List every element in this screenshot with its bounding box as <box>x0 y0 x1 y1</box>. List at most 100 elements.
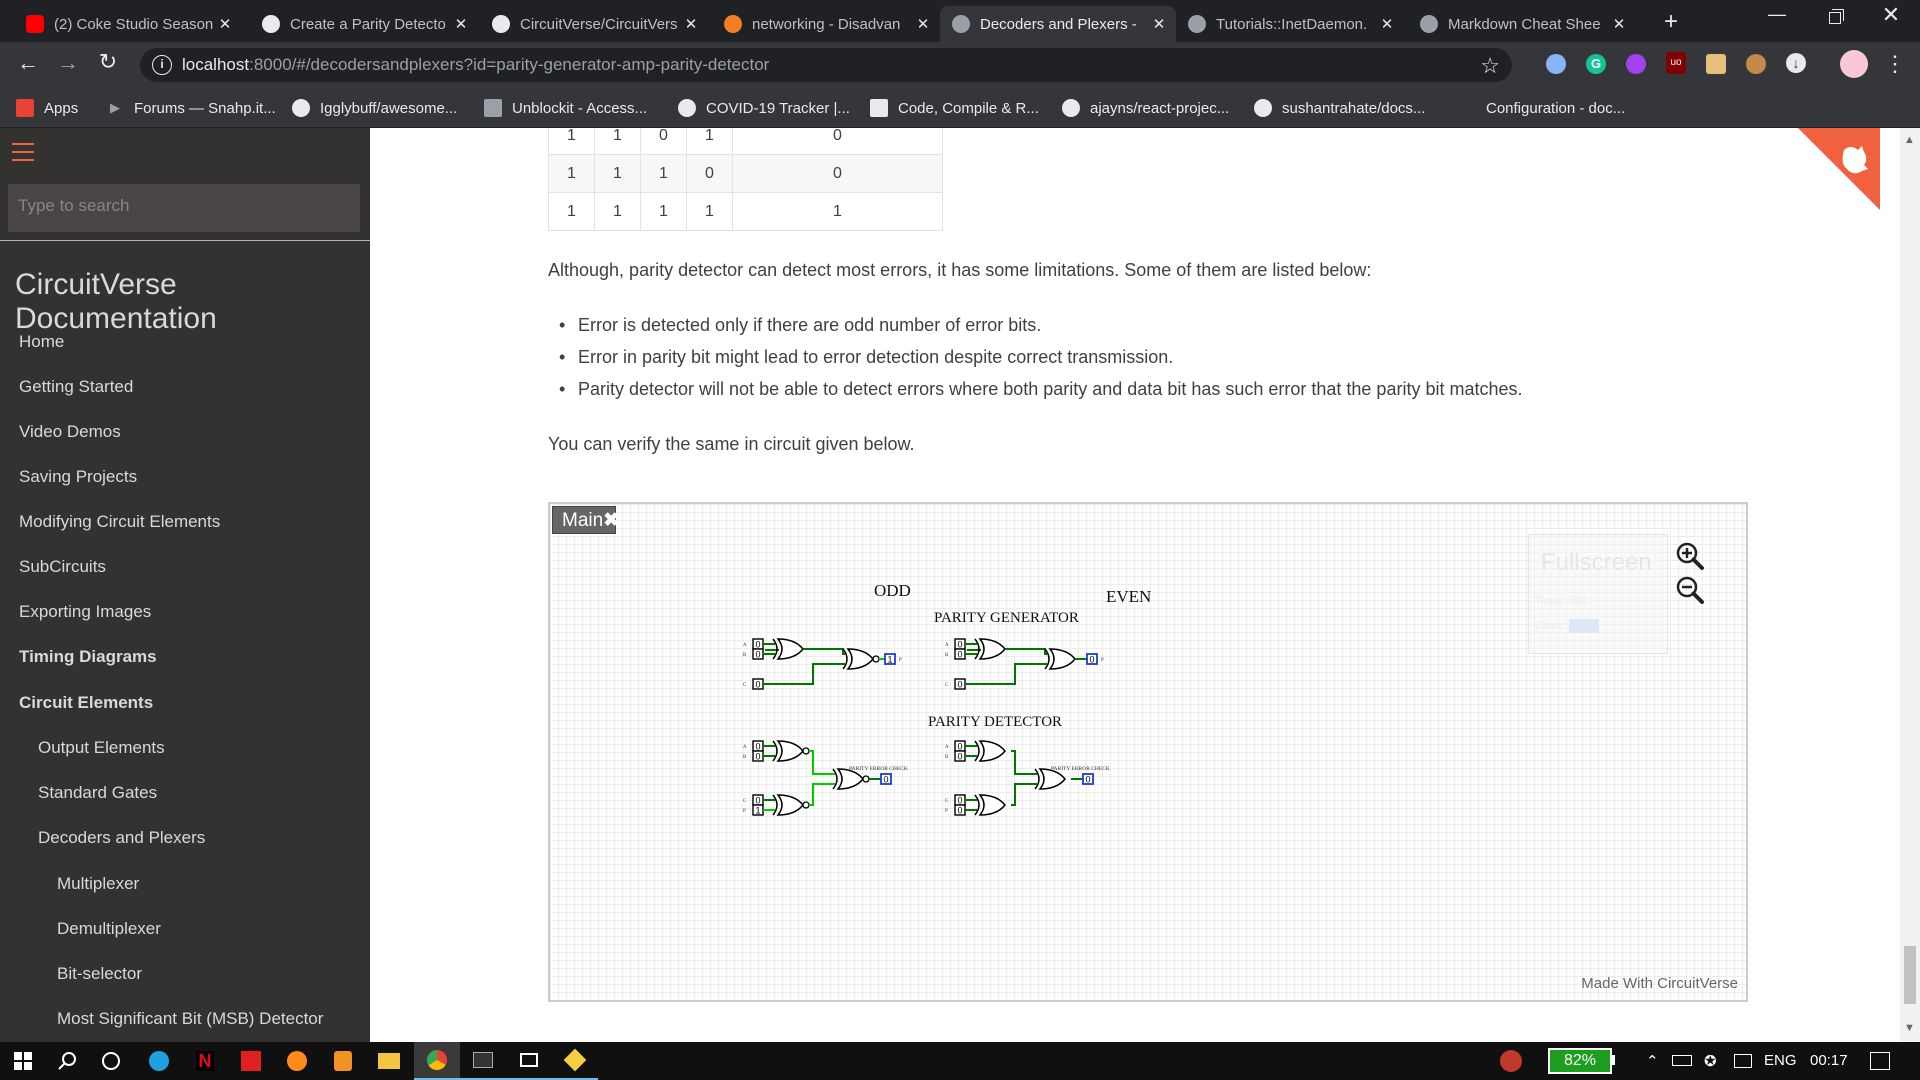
bookmark-item[interactable]: Configuration - doc... <box>1458 97 1625 119</box>
browser-tab[interactable]: Tutorials::InetDaemon.✕ <box>1176 6 1404 42</box>
scroll-up-arrow[interactable]: ▲ <box>1904 134 1915 146</box>
sidebar-nav-item[interactable]: Output Elements <box>38 738 165 757</box>
sidebar-nav-item[interactable]: Home <box>19 332 65 351</box>
bookmark-item[interactable]: sushantrahate/docs... <box>1254 97 1425 119</box>
sidebar-nav-item[interactable]: Modifying Circuit Elements <box>19 512 221 531</box>
made-with-footer[interactable]: Made With CircuitVerse <box>1581 975 1738 992</box>
sidebar-nav-item[interactable]: SubCircuits <box>19 557 106 576</box>
firefox-icon[interactable] <box>274 1042 320 1080</box>
clock-toggle[interactable] <box>1568 619 1599 633</box>
search-input[interactable]: Type to search <box>8 184 360 232</box>
search-icon[interactable] <box>44 1042 90 1080</box>
close-tab-icon[interactable]: ✕ <box>916 16 930 33</box>
page-scrollbar[interactable]: ▲ ▼ <box>1900 128 1920 1042</box>
minimize-button[interactable]: — <box>1768 4 1786 24</box>
bookmark-item[interactable]: ajayns/react-projec... <box>1062 97 1229 119</box>
edge-icon[interactable] <box>136 1042 182 1080</box>
bookmark-item[interactable]: Igglybuff/awesome... <box>292 97 457 119</box>
acrobat-icon[interactable] <box>228 1042 274 1080</box>
netflix-icon[interactable]: N <box>182 1042 228 1080</box>
notification-icon[interactable] <box>1870 1052 1890 1070</box>
extension-icon-1[interactable] <box>1546 54 1566 74</box>
cookie-icon[interactable] <box>1746 54 1766 74</box>
menu-kebab-icon[interactable]: ⋮ <box>1884 51 1906 76</box>
sidebar-nav-item[interactable]: Circuit Elements <box>19 693 154 712</box>
close-tab-icon[interactable]: ✕ <box>1152 16 1166 33</box>
circuit-tab-main[interactable]: Main✖ <box>552 506 620 534</box>
git-icon[interactable] <box>552 1042 598 1080</box>
browser-tab[interactable]: Decoders and Plexers -✕ <box>940 6 1176 42</box>
browser-tab[interactable]: CircuitVerse/CircuitVers✕ <box>480 6 708 42</box>
sidebar-nav-item[interactable]: Bit-selector <box>57 964 143 983</box>
site-info-icon[interactable]: i <box>152 55 172 75</box>
app-icon-ab[interactable] <box>506 1042 552 1080</box>
download-icon[interactable]: ↓ <box>1786 53 1806 73</box>
sidebar-nav-item[interactable]: Standard Gates <box>38 783 158 802</box>
sidebar-nav-item[interactable]: Exporting Images <box>19 602 152 621</box>
extension-icon-5[interactable] <box>1706 54 1726 74</box>
circuitverse-embed[interactable]: Main✖ Fullscreen Timer: 500 Clock: ODD E… <box>548 502 1748 1002</box>
keyboard-icon[interactable] <box>1734 1054 1752 1068</box>
close-tab-icon[interactable]: ✕ <box>684 16 698 33</box>
profile-avatar-icon[interactable] <box>1840 50 1868 78</box>
fullscreen-button[interactable]: Fullscreen <box>1541 549 1652 576</box>
ublock-icon[interactable]: uo <box>1666 52 1686 74</box>
cortana-icon[interactable] <box>88 1042 134 1080</box>
browser-tab[interactable]: Markdown Cheat Shee✕ <box>1408 6 1636 42</box>
close-window-button[interactable]: ✕ <box>1881 2 1901 27</box>
new-tab-button[interactable]: + <box>1663 8 1678 35</box>
file-explorer-icon[interactable] <box>366 1042 412 1080</box>
wifi-icon[interactable]: ✪ <box>1704 1053 1717 1070</box>
scrollbar-thumb[interactable] <box>1904 946 1916 1004</box>
scroll-down-arrow[interactable]: ▼ <box>1904 1022 1915 1034</box>
sidebar-nav-item[interactable]: Demultiplexer <box>57 919 161 938</box>
bookmark-item[interactable]: COVID-19 Tracker |... <box>678 97 850 119</box>
antivirus-tray-icon[interactable] <box>1500 1050 1522 1072</box>
bookmark-item[interactable]: Unblockit - Access... <box>484 97 647 119</box>
grammarly-icon[interactable]: G <box>1586 54 1606 74</box>
sidebar-nav-item[interactable]: Multiplexer <box>57 874 140 893</box>
clock[interactable]: 00:17 <box>1810 1052 1848 1069</box>
circuit-canvas[interactable]: ODD EVEN PARITY GENERATOR PARITY DETECTO… <box>550 504 1746 1000</box>
browser-tab[interactable]: Create a Parity Detecto✕ <box>250 6 478 42</box>
docs-brand-title[interactable]: CircuitVerse Documentation <box>15 268 217 335</box>
bookmark-star-icon[interactable]: ☆ <box>1480 53 1500 78</box>
back-button[interactable]: ← <box>17 50 39 75</box>
timer-value[interactable]: 500 <box>1568 595 1588 607</box>
zoom-out-icon[interactable] <box>1676 576 1704 604</box>
bookmark-item[interactable]: ▶Forums — Snahp.it... <box>106 97 276 119</box>
close-tab-icon[interactable]: ✕ <box>218 16 232 33</box>
sidebar-nav-item[interactable]: Timing Diagrams <box>19 647 157 666</box>
close-tab-icon[interactable]: ✕ <box>1380 16 1394 33</box>
extension-icon-3[interactable] <box>1626 54 1646 74</box>
hamburger-menu-icon[interactable] <box>12 143 34 161</box>
sidebar-nav-item[interactable]: Getting Started <box>19 377 134 396</box>
reload-button[interactable]: ↻ <box>98 49 118 74</box>
zoom-in-icon[interactable] <box>1676 542 1704 570</box>
windows-start-icon[interactable] <box>0 1042 46 1080</box>
language-indicator[interactable]: ENG <box>1764 1052 1797 1069</box>
sidebar-nav-item[interactable]: Most Significant Bit (MSB) Detector <box>57 1009 324 1028</box>
chevron-up-icon[interactable]: ⌃ <box>1646 1053 1659 1070</box>
browser-tab[interactable]: (2) Coke Studio Season✕ <box>14 6 242 42</box>
terminal-icon[interactable] <box>460 1042 506 1080</box>
bookmark-item[interactable]: Apps <box>16 97 78 119</box>
close-tab-icon[interactable]: ✕ <box>454 16 468 33</box>
sublime-icon[interactable] <box>320 1042 366 1080</box>
sidebar-nav-item[interactable]: Decoders and Plexers <box>38 828 206 847</box>
restore-button[interactable] <box>1820 6 1850 30</box>
close-tab-icon[interactable]: ✕ <box>1612 16 1626 33</box>
sidebar-nav-item[interactable]: Video Demos <box>19 422 121 441</box>
battery-indicator[interactable]: 82% <box>1548 1048 1612 1074</box>
bookmark-item[interactable]: Code, Compile & R... <box>870 97 1039 119</box>
battery-tray-icon[interactable] <box>1672 1055 1692 1066</box>
close-icon[interactable]: ✖ <box>603 510 620 531</box>
sidebar-nav-item[interactable]: Saving Projects <box>19 467 138 486</box>
browser-tab[interactable]: networking - Disadvan✕ <box>712 6 940 42</box>
forward-button[interactable]: → <box>57 50 79 75</box>
github-corner-icon[interactable] <box>1798 128 1880 210</box>
